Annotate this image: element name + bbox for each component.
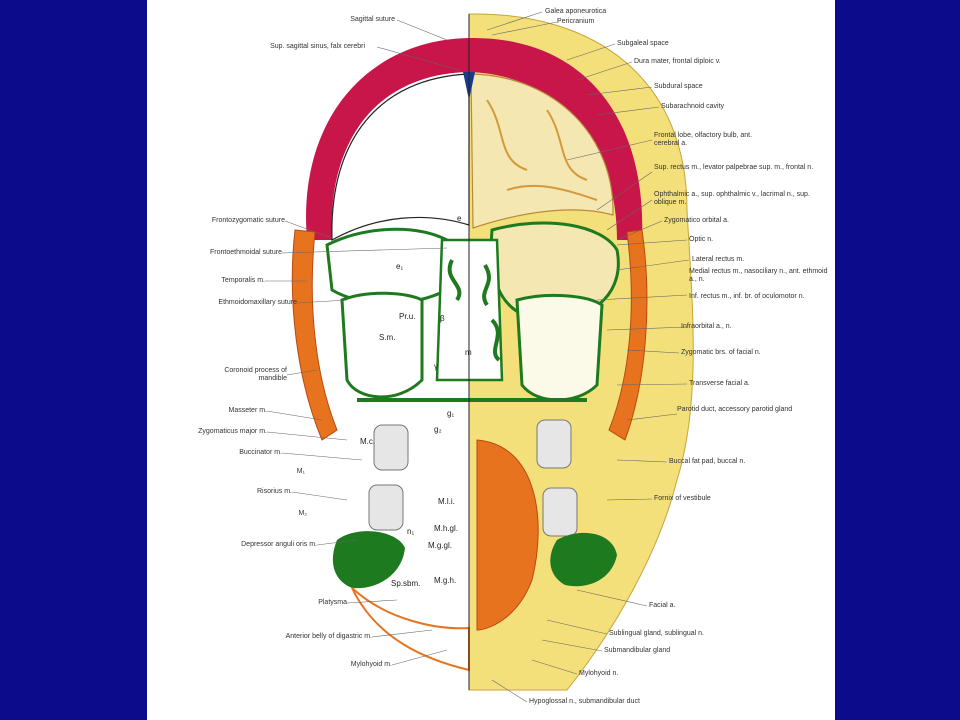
label-lateral-rectus: Lateral rectus m.: [692, 256, 745, 263]
left-temporalis-masseter: [291, 229, 338, 441]
label-temporalis: Temporalis m.: [221, 277, 265, 284]
right-leader-lines: [486, 11, 690, 703]
label-masseter: Masseter m.: [228, 407, 267, 414]
inner-label-m-g-h: M.g.h.: [434, 576, 457, 585]
label-zygomatic-brs: Zygomatic brs. of facial n.: [681, 349, 761, 356]
label-sagittal-suture: Sagittal suture: [350, 16, 395, 23]
label-parotid-duct: Parotid duct, accessory parotid gland: [677, 406, 793, 413]
diagram-panel: Sagittal suture Sup. sagittal sinus, fal…: [147, 0, 835, 720]
label-risorius: Risorius m.: [256, 488, 292, 495]
label-inf-rectus: Inf. rectus m., inf. br. of oculomotor n…: [689, 293, 805, 300]
inner-label-g1: g₁: [447, 409, 455, 418]
label-galea-aponeurotica: Galea aponeurotica: [545, 8, 607, 15]
right-orbit: [489, 221, 620, 322]
label-infraorbital-a: Infraorbital a., n.: [681, 323, 732, 330]
floor-of-mouth: [351, 587, 470, 672]
label-optic-n: Optic n.: [689, 236, 714, 243]
inner-label-m-h-gl: M.h.gl.: [434, 524, 459, 533]
inner-label-n1: n₁: [407, 527, 415, 536]
label-dura-mater: Dura mater, frontal diploic v.: [634, 58, 721, 65]
skull-vault: [306, 37, 643, 240]
inner-label-sp-sbm: Sp.sbm.: [391, 579, 421, 588]
inner-label-g2: g₂: [434, 425, 442, 434]
label-platysma: Platysma: [318, 599, 347, 606]
label-depressor-anguli-oris: Depressor anguli oris m.: [241, 541, 317, 548]
label-ophthalmic-a: Ophthalmic a., sup. ophthalmic v., lacri…: [654, 191, 810, 206]
label-sublingual-gland: Sublingual gland, sublingual n.: [609, 630, 704, 637]
label-buccinator: Buccinator m.: [239, 449, 282, 456]
frontal-lobe: [470, 73, 614, 229]
label-sup-rectus: Sup. rectus m., levator palpebrae sup. m…: [654, 164, 814, 171]
label-hypoglossal-n: Hypoglossal n., submandibular duct: [529, 698, 640, 705]
right-temporalis-masseter: [608, 229, 648, 441]
label-submandibular-gland: Submandibular gland: [604, 647, 671, 654]
inner-label-gamma: γ: [434, 362, 438, 371]
label-facial-a: Facial a.: [649, 602, 676, 609]
upper-right-tooth: [536, 419, 572, 469]
brain-folds: [486, 99, 598, 201]
inner-label-m-g-gl: M.g.gl.: [428, 541, 453, 550]
right-mandible: [550, 532, 617, 587]
inner-label-m-l-i: M.l.i.: [438, 497, 455, 506]
label-transverse-facial-a: Transverse facial a.: [689, 380, 750, 387]
nasal-conchae: [447, 259, 501, 362]
label-sup-sagittal-sinus: Sup. sagittal sinus, falx cerebri: [270, 43, 365, 50]
label-mylohyoid: Mylohyoid m.: [350, 661, 392, 668]
inner-label-e1: e₁: [396, 262, 404, 271]
label-buccal-fat-pad: Buccal fat pad, buccal n.: [669, 458, 746, 465]
coronal-section-illustration: [265, 11, 694, 703]
label-subdural-space: Subdural space: [654, 83, 703, 90]
label-frontoethmoidal-suture: Frontoethmoidal suture: [210, 249, 282, 256]
label-fornix-vestibule: Fornix of vestibule: [654, 495, 711, 502]
label-m1: M₁: [296, 468, 305, 475]
lower-left-tooth: [368, 484, 404, 531]
label-frontal-lobe: Frontal lobe, olfactory bulb, ant. cereb…: [654, 132, 753, 147]
label-subgaleal-space: Subgaleal space: [617, 40, 669, 47]
right-maxillary-sinus: [515, 293, 604, 402]
label-zygomatico-orbital-a: Zygomatico orbital a.: [664, 217, 729, 224]
left-maxillary-sinus: [340, 291, 424, 399]
inner-label-e: e: [457, 214, 462, 223]
label-mylohyoid-n: Mylohyoid n.: [579, 670, 619, 677]
label-zygomaticus-major: Zygomaticus major m.: [198, 428, 267, 435]
label-anterior-belly-digastric: Anterior belly of digastric m.: [285, 633, 372, 640]
left-mandible: [332, 531, 405, 589]
label-coronoid-process: Coronoid process of mandible: [224, 367, 287, 382]
label-subarachnoid-cavity: Subarachnoid cavity: [661, 103, 725, 110]
lower-right-tooth: [542, 487, 578, 537]
inner-label-m: m: [465, 348, 472, 357]
left-leader-lines: [265, 19, 460, 666]
tongue: [476, 439, 539, 631]
left-cranial-cavity: [331, 73, 470, 242]
label-pericranium: Pericranium: [557, 18, 595, 25]
inner-label-beta: β: [440, 314, 445, 323]
inner-label-s-m: S.m.: [379, 333, 396, 342]
label-medial-rectus: Medial rectus m., nasociliary n., ant. e…: [689, 268, 828, 283]
label-m2: M₂: [298, 510, 307, 517]
label-frontozygomatic-suture: Frontozygomatic suture: [211, 217, 285, 224]
inner-label-pr-u: Pr.u.: [399, 312, 416, 321]
upper-left-tooth: [373, 424, 409, 471]
inner-label-m-c: M.c.: [360, 437, 376, 446]
label-ethmoidomaxillary-suture: Ethmoidomaxillary suture: [218, 299, 297, 306]
